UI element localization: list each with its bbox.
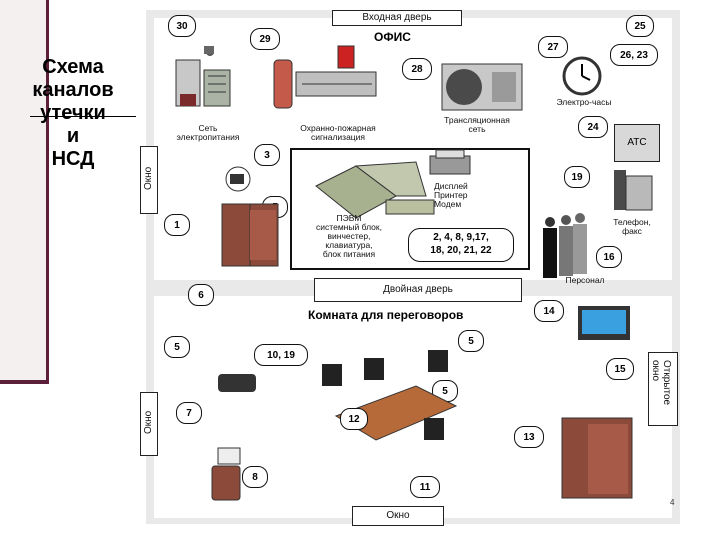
broadcast-label-2: сеть bbox=[468, 124, 486, 134]
open-window-label-2: окно bbox=[650, 360, 661, 382]
pc-channels-line-2: 18, 20, 21, 22 bbox=[430, 245, 492, 256]
window-upper bbox=[140, 146, 158, 214]
pc-channels-line-1: 2, 4, 8, 9,17, bbox=[433, 232, 489, 243]
pc-channels-callout: 2, 4, 8, 9,17, 18, 20, 21, 22 bbox=[408, 228, 514, 262]
pc-label-2: системный блок, bbox=[316, 222, 382, 232]
pc-label-4: клавиатура, bbox=[325, 240, 373, 250]
callout-5-meeting-right: 5 bbox=[458, 330, 484, 352]
window-bottom: Окно bbox=[352, 506, 444, 526]
camera-icon bbox=[225, 166, 251, 192]
double-door-label: Двойная дверь bbox=[383, 284, 453, 295]
title-line-1: Схема bbox=[42, 56, 104, 78]
power-network-label-1: Сеть bbox=[198, 123, 218, 133]
callout-5-meeting-left: 5 bbox=[164, 336, 190, 358]
double-door: Двойная дверь bbox=[314, 278, 522, 302]
phone-fax-icon bbox=[614, 170, 653, 211]
callout-13: 13 bbox=[514, 426, 544, 448]
window-bottom-label: Окно bbox=[386, 510, 410, 521]
office-title: ОФИС bbox=[374, 30, 411, 44]
personnel-icon bbox=[543, 213, 587, 278]
callout-29: 29 bbox=[250, 28, 280, 50]
callout-27: 27 bbox=[538, 36, 568, 58]
open-window-label-1: Открытое bbox=[661, 360, 672, 406]
cabinet-right-icon bbox=[561, 417, 633, 499]
callout-8: 8 bbox=[242, 466, 268, 488]
speaker-icon bbox=[441, 63, 523, 111]
dpm-label-1: Дисплей bbox=[434, 181, 468, 191]
page-number: 4 bbox=[670, 498, 675, 507]
pc-label-5: блок питания bbox=[322, 249, 376, 259]
callout-10-19: 10, 19 bbox=[254, 344, 308, 366]
open-window bbox=[648, 352, 678, 426]
atc-box: АТС bbox=[614, 124, 660, 162]
sidebar-accent-foot bbox=[0, 380, 48, 384]
callout-14: 14 bbox=[534, 300, 564, 322]
clock-icon bbox=[562, 56, 602, 96]
callout-25: 25 bbox=[626, 15, 654, 37]
title-line-3: утечки bbox=[40, 102, 106, 124]
title-underline bbox=[30, 116, 136, 117]
entrance-door: Входная дверь bbox=[332, 10, 462, 26]
fire-alarm-icon bbox=[273, 45, 377, 109]
callout-24: 24 bbox=[578, 116, 608, 138]
atc-label: АТС bbox=[627, 137, 647, 148]
callout-30: 30 bbox=[168, 15, 196, 37]
sidebar-panel bbox=[0, 0, 48, 384]
tv-icon bbox=[578, 306, 630, 340]
callout-11: 11 bbox=[410, 476, 440, 498]
window-upper-label: Окно bbox=[143, 166, 154, 190]
callout-28: 28 bbox=[402, 58, 432, 80]
callout-7: 7 bbox=[176, 402, 202, 424]
title-line-2: каналов bbox=[32, 79, 114, 101]
callout-15: 15 bbox=[606, 358, 634, 380]
callout-6: 6 bbox=[188, 284, 214, 306]
callout-16: 16 bbox=[596, 246, 622, 268]
fire-alarm-label-1: Охранно-пожарная bbox=[300, 123, 376, 133]
fire-alarm-label-2: сигнализация bbox=[310, 132, 366, 142]
title-line-5: НСД bbox=[51, 148, 95, 170]
power-panel-icon bbox=[175, 46, 231, 107]
title-line-4: и bbox=[66, 125, 80, 147]
pc-label-1: ПЭВМ bbox=[336, 213, 362, 223]
entrance-door-label: Входная дверь bbox=[362, 12, 432, 23]
cabinet-icon bbox=[221, 203, 279, 267]
callout-1: 1 bbox=[164, 214, 190, 236]
power-network-label-2: электропитания bbox=[176, 132, 240, 142]
slide-title: Схема каналов утечки и НСД bbox=[14, 56, 132, 171]
sidebar-accent-line bbox=[46, 0, 49, 384]
personnel-label: Персонал bbox=[565, 275, 605, 285]
desk-phone-icon bbox=[218, 374, 256, 392]
phone-fax-label-1: Телефон, bbox=[613, 217, 651, 227]
printer-icon bbox=[429, 149, 471, 175]
dpm-label-2: Принтер bbox=[434, 190, 468, 200]
broadcast-label-1: Трансляционная bbox=[444, 115, 510, 125]
meeting-room-title: Комната для переговоров bbox=[308, 308, 464, 322]
callout-26-23: 26, 23 bbox=[610, 44, 658, 66]
meeting-table-icon bbox=[322, 350, 458, 441]
phone-fax-label: Телефон,факс bbox=[604, 218, 660, 236]
dpm-label-3: Модем bbox=[434, 199, 462, 209]
callout-19: 19 bbox=[564, 166, 590, 188]
window-lower bbox=[140, 392, 158, 456]
trash-bin-icon bbox=[211, 447, 241, 501]
clock-label: Электро-часы bbox=[556, 97, 612, 107]
phone-fax-label-2: факс bbox=[622, 226, 642, 236]
computer-icon bbox=[315, 161, 435, 219]
callout-12: 12 bbox=[340, 408, 368, 430]
callout-3: 3 bbox=[254, 144, 280, 166]
pc-label-3: винчестер, bbox=[327, 231, 371, 241]
window-lower-label: Окно bbox=[143, 410, 154, 434]
